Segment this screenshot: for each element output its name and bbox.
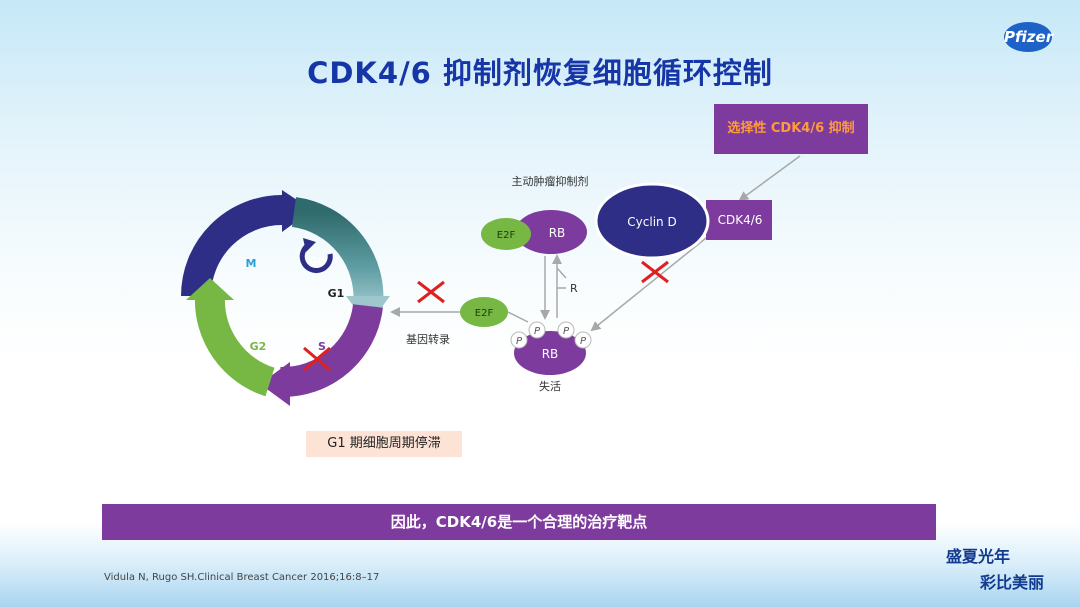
prb-label: RB bbox=[542, 347, 559, 361]
cdk46-shape bbox=[706, 200, 772, 240]
r-stem-top bbox=[556, 267, 567, 279]
cdk46-label: CDK4/6 bbox=[718, 213, 763, 227]
phosphate-label-1: P bbox=[516, 336, 523, 347]
g0-label: G0 bbox=[309, 255, 326, 268]
phosphate-4 bbox=[574, 331, 592, 349]
inactive-label: 失活 bbox=[539, 380, 561, 393]
g0-loop-arrowhead bbox=[303, 238, 316, 252]
e2f-free-label: E2F bbox=[475, 308, 494, 319]
rb-bound-label: RB bbox=[549, 226, 566, 240]
cell-cycle-ring: G0 M G1 G2 S bbox=[181, 190, 390, 406]
prb-to-e2f-arrow bbox=[507, 311, 529, 323]
phospho-rb: P P P P RB bbox=[510, 321, 592, 375]
s-phase-arc bbox=[279, 303, 383, 398]
phosphate-label-4: P bbox=[580, 336, 587, 347]
citation: Vidula N, Rugo SH.Clinical Breast Cancer… bbox=[104, 572, 380, 583]
g1-arrest-box: G1 期细胞周期停滞 bbox=[306, 431, 462, 457]
phosphate-label-2: P bbox=[534, 326, 541, 337]
phosphate-label-3: P bbox=[563, 326, 570, 337]
e2f-bound-label: E2F bbox=[497, 230, 516, 241]
phosphate-1 bbox=[510, 331, 528, 349]
deco-line-1: 盛夏光年 bbox=[946, 547, 1010, 566]
transcription-cross-icon bbox=[417, 280, 445, 304]
g2-label: G2 bbox=[250, 340, 267, 353]
phosphate-3 bbox=[557, 321, 575, 339]
e2f-free-shape bbox=[460, 297, 508, 327]
phosphate-2 bbox=[528, 321, 546, 339]
r-label: R bbox=[570, 282, 578, 295]
cyclin-cdk-complex: Cyclin D CDK4/6 bbox=[594, 182, 772, 260]
g1-phase-arc bbox=[291, 197, 384, 308]
cyclin-d-shape bbox=[594, 182, 710, 260]
prb-shape bbox=[514, 331, 586, 375]
g0-loop-arrow bbox=[299, 241, 333, 274]
conclusion-bar: 因此，CDK4/6是一个合理的治疗靶点 bbox=[102, 504, 936, 540]
pathway-arrows bbox=[390, 155, 801, 332]
tumor-suppressor-label: 主动肿瘤抑制剂 bbox=[511, 175, 589, 188]
decorative-logo: 盛夏光年 彩比美丽 bbox=[946, 547, 1044, 592]
cdk-to-prb-arrow bbox=[590, 237, 707, 332]
g2-phase-arrowhead bbox=[186, 278, 234, 300]
m-phase-arc bbox=[181, 195, 283, 297]
m-label: M bbox=[246, 257, 257, 270]
e2f-rb-complex: E2F RB bbox=[481, 210, 587, 254]
free-e2f: E2F bbox=[460, 297, 508, 327]
cdk-cross-icon bbox=[641, 260, 669, 284]
g2-phase-arc bbox=[194, 295, 276, 397]
slide-title: CDK4/6 抑制剂恢复细胞循环控制 bbox=[307, 56, 773, 90]
deco-line-2: 彩比美丽 bbox=[979, 573, 1044, 592]
selective-inhibition-box: 选择性 CDK4/6 抑制 bbox=[714, 104, 868, 154]
e2f-bound-shape bbox=[481, 218, 531, 250]
gene-transcription-label: 基因转录 bbox=[406, 333, 450, 346]
s-label: S bbox=[318, 340, 326, 353]
g1-label: G1 bbox=[328, 287, 345, 300]
cyclin-d-label: Cyclin D bbox=[627, 215, 676, 229]
rb-bound-shape bbox=[515, 210, 587, 254]
s-phase-arrowhead bbox=[260, 362, 290, 406]
s-phase-cross-icon bbox=[303, 346, 331, 372]
pfizer-logo: Pfizer bbox=[1004, 22, 1053, 52]
selective-to-cdk-arrow bbox=[738, 155, 801, 202]
